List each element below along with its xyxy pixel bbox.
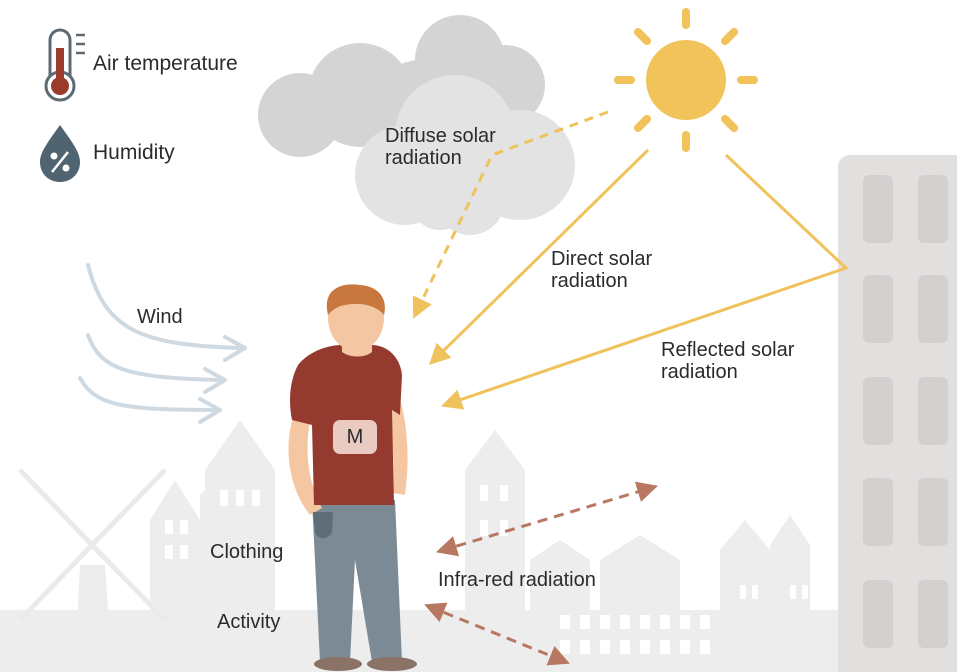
legend-humidity: Humidity	[93, 141, 175, 164]
cloud-icon	[258, 15, 575, 235]
person-figure	[288, 284, 417, 671]
metabolism-badge: M	[333, 420, 377, 454]
reflected-label-line2: radiation	[661, 361, 738, 383]
windmill-icon	[18, 468, 167, 672]
diffuse-label-line2: radiation	[385, 147, 462, 169]
city-silhouette	[0, 420, 957, 672]
diffuse-solar-arrow	[412, 110, 609, 319]
svg-text:M: M	[347, 426, 364, 448]
thermometer-icon	[44, 28, 85, 102]
diffuse-label-line1: Diffuse solar	[385, 125, 496, 147]
wind-label: Wind	[137, 306, 183, 328]
humidity-drop-icon	[40, 125, 80, 182]
infrared-label: Infra-red radiation	[438, 569, 596, 591]
sun-icon	[614, 8, 758, 152]
legend-air-temperature: Air temperature	[93, 52, 238, 75]
clothing-label: Clothing	[210, 541, 283, 563]
infrared-arrows	[424, 481, 659, 666]
reflected-label-line1: Reflected solar	[661, 339, 795, 361]
wind-arrows	[78, 263, 247, 424]
direct-label-line2: radiation	[551, 270, 628, 292]
activity-label: Activity	[217, 611, 280, 633]
reflected-solar-arrow	[441, 153, 849, 410]
building-icon	[838, 155, 957, 672]
direct-solar-arrow	[429, 148, 650, 365]
direct-label-line1: Direct solar	[551, 248, 652, 270]
